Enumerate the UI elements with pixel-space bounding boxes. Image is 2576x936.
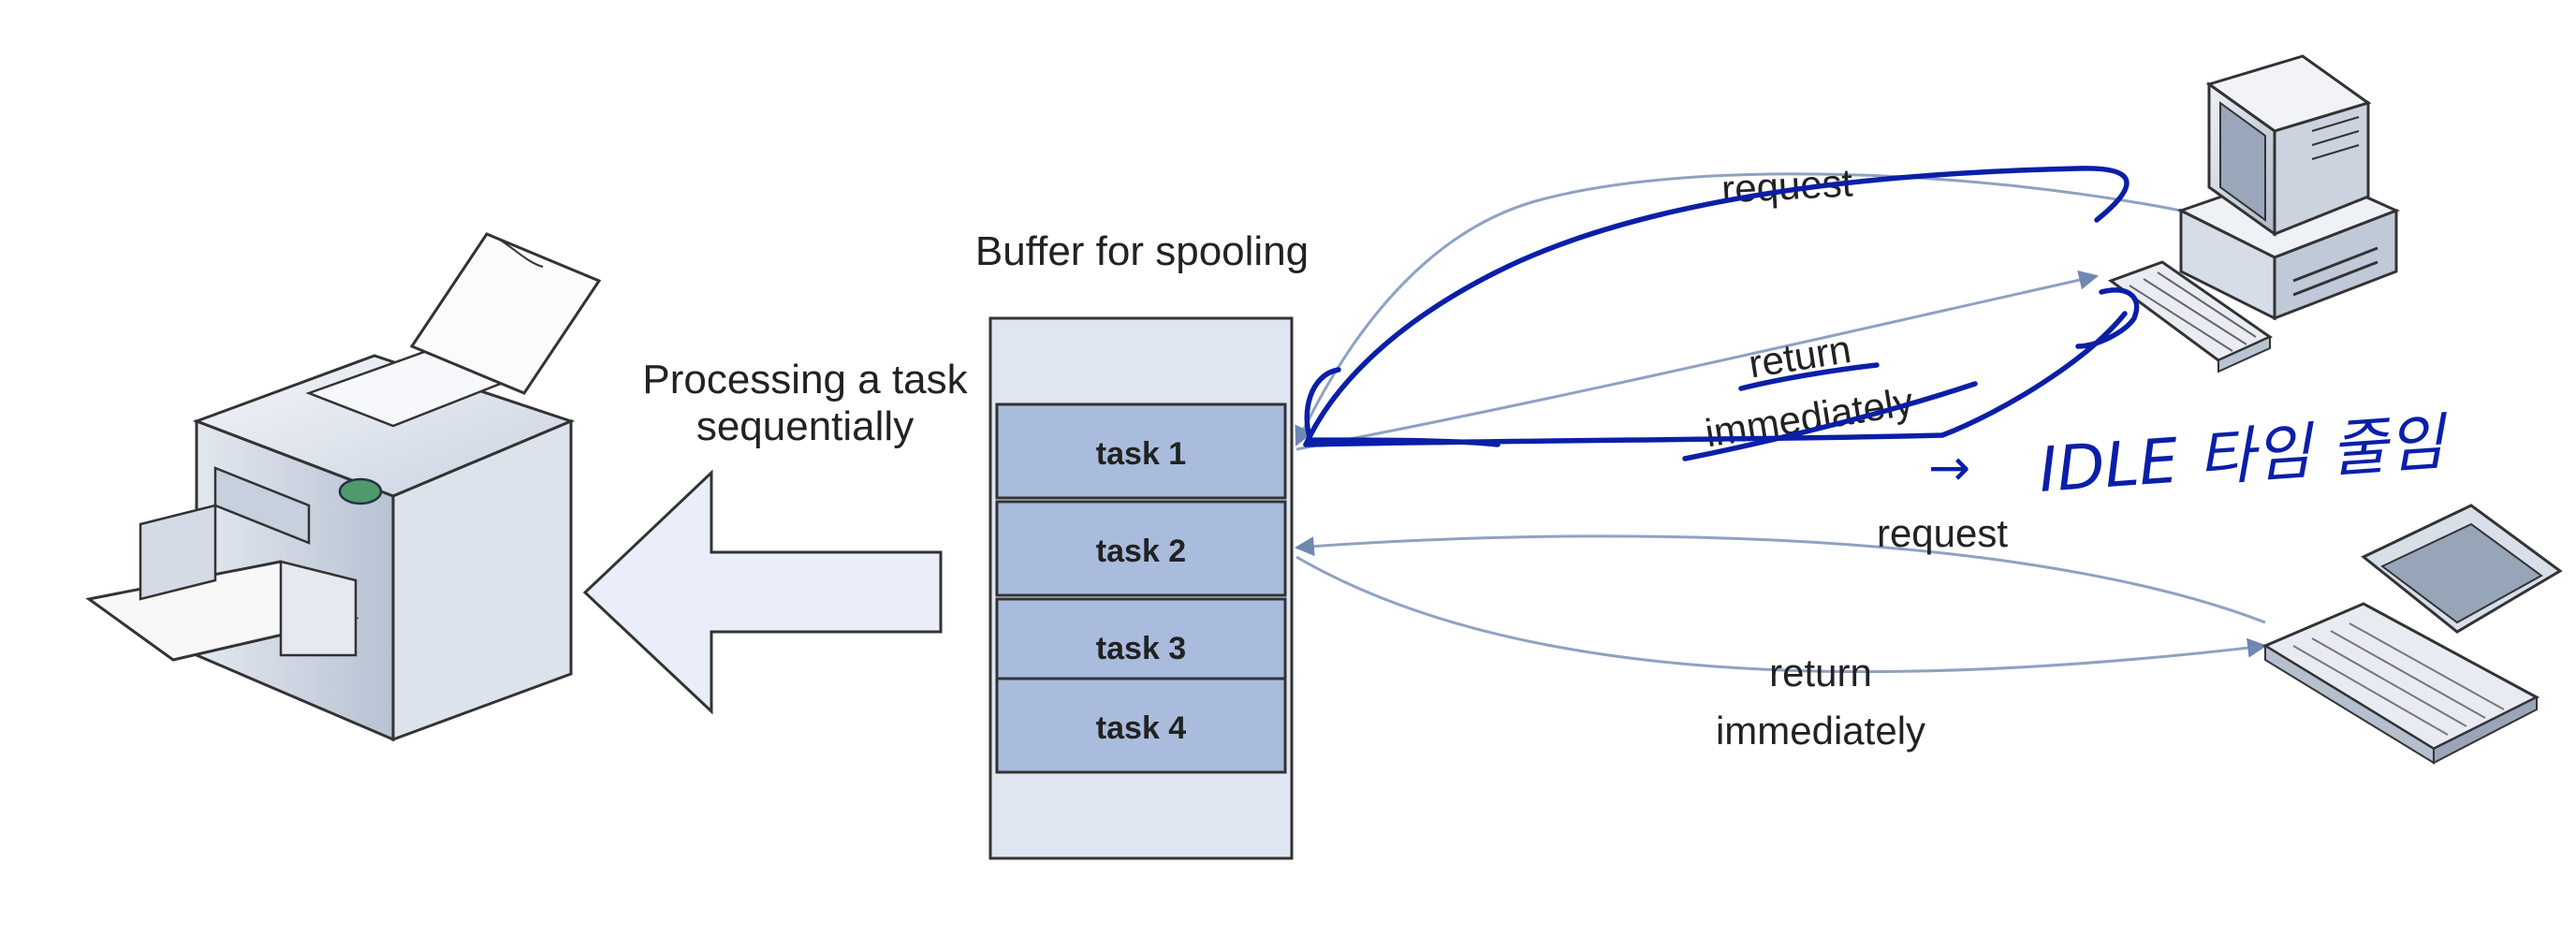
laptop-request-label: request	[1877, 511, 2008, 555]
task-label: task 1	[1096, 436, 1186, 472]
desktop-return-arrow	[1295, 270, 2100, 451]
processing-caption-line2: sequentially	[696, 403, 914, 449]
task-item: task 4	[995, 677, 1287, 774]
handwritten-annotations	[1303, 166, 2140, 461]
task-item: task 2	[995, 500, 1287, 597]
task-label: task 2	[1096, 534, 1186, 569]
desktop-request-arrow	[1295, 172, 2182, 446]
processing-arrow	[582, 469, 943, 715]
task-list: task 1 task 2 task 3 task 4	[995, 402, 1287, 774]
laptop-immediately-label: immediately	[1716, 709, 1925, 753]
task-item: task 1	[995, 402, 1287, 500]
laptop-connectors	[1294, 534, 2268, 674]
laptop-return-label: return	[1769, 651, 1872, 695]
task-label: task 4	[1096, 710, 1186, 746]
handwritten-note: IDLE 타임 줄임	[2037, 406, 2452, 506]
laptop-return-arrow	[1295, 555, 2268, 674]
laptop-request-arrow	[1294, 534, 2266, 624]
desktop-connectors	[1295, 172, 2182, 451]
processing-caption-line1: Processing a task	[642, 357, 968, 402]
task-item: task 3	[995, 597, 1287, 695]
laptop-icon	[2261, 504, 2563, 765]
printer-icon	[85, 232, 602, 742]
handwritten-arrow-glyph: →	[1928, 438, 1970, 497]
task-label: task 3	[1096, 631, 1186, 666]
desktop-computer-icon	[2107, 54, 2400, 373]
desktop-immediately-label: immediately	[1702, 379, 1916, 455]
buffer-title: Buffer for spooling	[975, 228, 1309, 274]
